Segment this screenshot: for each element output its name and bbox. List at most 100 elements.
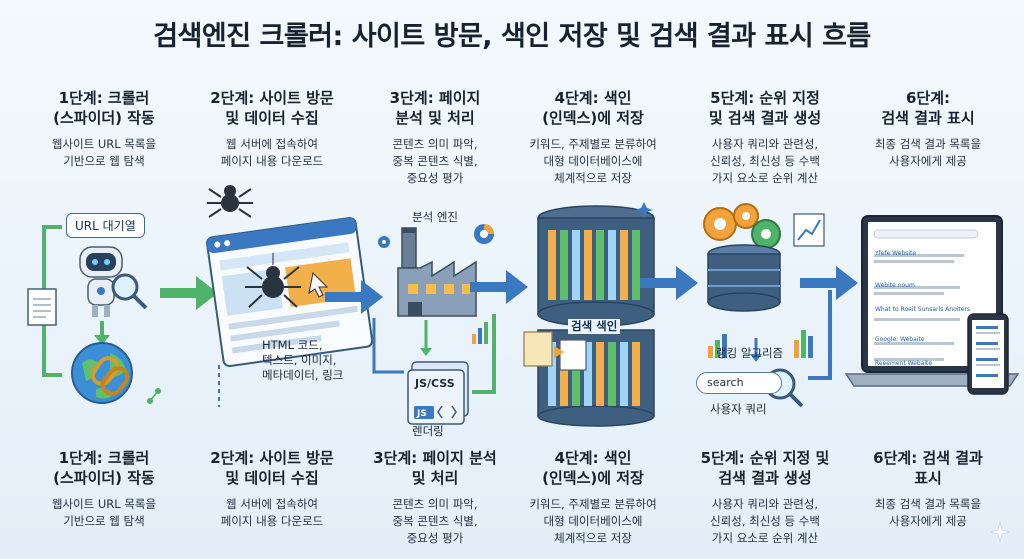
step4b-desc-l1: 키워드, 주제별로 분류하여 bbox=[529, 497, 657, 511]
step5b-desc-l2: 신뢰성, 최신성 등 수백 bbox=[710, 514, 820, 528]
step4b-desc-l2: 대형 데이터베이스에 bbox=[543, 514, 643, 528]
spider-icon bbox=[207, 185, 253, 218]
page-title: 검색엔진 크롤러: 사이트 방문, 색인 저장 및 검색 결과 표시 흐름 bbox=[153, 21, 871, 52]
step6-top: 6단계: 검색 결과 표시 최종 검색 결과 목록을 사용자에게 제공 bbox=[848, 88, 1008, 170]
js-label: JS bbox=[417, 409, 427, 419]
analysis-engine-label: 분석 엔진 bbox=[412, 210, 458, 224]
step1b-title-l2: (스파이더) 작동 bbox=[53, 469, 155, 487]
step1-desc-l2: 기반으로 웹 탐색 bbox=[63, 154, 145, 168]
user-query-label: 사용자 쿼리 bbox=[710, 402, 767, 416]
step1b-desc-l1: 웹사이트 URL 목록을 bbox=[51, 497, 157, 511]
step4-title-l1: 4단계: 색인 bbox=[554, 89, 632, 107]
step5b-title-l2: 검색 결과 생성 bbox=[718, 469, 812, 487]
step4-title-l2: (인덱스)에 저장 bbox=[542, 109, 644, 127]
step1-title-l1: 1단계: 크롤러 bbox=[58, 89, 150, 107]
step4b-title-l2: (인덱스)에 저장 bbox=[542, 469, 644, 487]
result-title-2: What to Roeit Sunsarls Anoiters bbox=[875, 306, 971, 313]
step3b-desc-l2: 중복 콘텐츠 식별, bbox=[392, 514, 478, 528]
step3b-desc-l1: 콘텐츠 의미 파악, bbox=[392, 497, 478, 511]
result-title-4: Reeement Webaite bbox=[875, 360, 933, 367]
ranking-illustration bbox=[703, 203, 832, 408]
spider-icon bbox=[245, 266, 301, 308]
flow-arrow-2 bbox=[325, 280, 383, 314]
step3b-desc-l3: 중요성 평가 bbox=[406, 531, 464, 545]
step5-title-l1: 5단계: 순위 지정 bbox=[710, 89, 820, 107]
step3b-title-l1: 3단계: 페이지 분석 bbox=[373, 449, 497, 467]
document-icon bbox=[523, 331, 587, 371]
database-icon bbox=[707, 244, 781, 312]
rendering-label: 렌더링 bbox=[412, 424, 444, 438]
step1-bottom: 1단계: 크롤러 (스파이더) 작동 웹사이트 URL 목록을 기반으로 웹 탐… bbox=[24, 448, 184, 530]
step3-desc-l1: 콘텐츠 의미 파악, bbox=[392, 137, 478, 151]
step6-desc-l1: 최종 검색 결과 목록을 bbox=[874, 137, 982, 151]
step2b-desc-l2: 페이지 내용 다운로드 bbox=[220, 514, 324, 528]
browser-illustration bbox=[206, 185, 374, 407]
step1b-title-l1: 1단계: 크롤러 bbox=[58, 449, 150, 467]
step4b-desc-l3: 체계적으로 저장 bbox=[554, 531, 632, 545]
result-lines bbox=[874, 254, 964, 361]
pie-chart-icon bbox=[474, 224, 494, 244]
result-title-0: Yfefe Website bbox=[875, 250, 917, 257]
flow-arrow-3 bbox=[470, 270, 528, 304]
sparkle-icon bbox=[989, 521, 1011, 543]
html-label: HTML 코드, 텍스트, 이미지, 메타데이터, 링크 bbox=[262, 338, 343, 383]
code-file-icon bbox=[407, 361, 469, 425]
globe-icon bbox=[71, 342, 133, 404]
step4-top: 4단계: 색인 (인덱스)에 저장 키워드, 주제별로 분류하여 대형 데이터베… bbox=[508, 88, 678, 187]
step5-title-l2: 및 검색 결과 생성 bbox=[708, 109, 822, 127]
step5-bottom: 5단계: 순위 지정 및 검색 결과 생성 사용자 쿼리와 관련성, 신뢰성, … bbox=[680, 448, 850, 547]
step5b-desc-l1: 사용자 쿼리와 관련성, bbox=[711, 497, 819, 511]
analysis-illustration bbox=[372, 224, 496, 425]
result-title-3: Google: Webaite bbox=[875, 336, 925, 343]
step3-title-l2: 분석 및 처리 bbox=[395, 109, 475, 127]
crawler-illustration bbox=[27, 225, 161, 404]
bar-chart-icon bbox=[793, 213, 825, 247]
factory-icon bbox=[397, 227, 477, 317]
step2b-title-l1: 2단계: 사이트 방문 bbox=[210, 449, 334, 467]
flow-arrow-1 bbox=[160, 276, 218, 310]
step5-desc-l3: 가지 요소로 순위 계산 bbox=[711, 171, 819, 185]
step5b-title-l1: 5단계: 순위 지정 및 bbox=[700, 449, 830, 467]
step2-desc-l2: 페이지 내용 다운로드 bbox=[220, 154, 324, 168]
database-illustration bbox=[523, 202, 655, 427]
search-index-label: 검색 색인 bbox=[568, 319, 621, 334]
result-title-1: Webite noum bbox=[875, 282, 915, 289]
server-rack-icon bbox=[537, 329, 655, 427]
step6b-desc-l2: 사용자에게 제공 bbox=[889, 514, 967, 528]
gear-icon bbox=[378, 236, 390, 248]
document-icon bbox=[27, 288, 57, 326]
step6-desc-l2: 사용자에게 제공 bbox=[889, 154, 967, 168]
jscss-label: JS/CSS bbox=[415, 377, 455, 390]
step2b-desc-l1: 웹 서버에 접속하여 bbox=[226, 497, 318, 511]
step3-desc-l3: 중요성 평가 bbox=[406, 171, 464, 185]
step2-bottom: 2단계: 사이트 방문 및 데이터 수집 웹 서버에 접속하여 페이지 내용 다… bbox=[192, 448, 352, 530]
robot-icon bbox=[79, 246, 123, 317]
url-queue-chip: URL 대기열 bbox=[66, 213, 145, 238]
step2-desc-l1: 웹 서버에 접속하여 bbox=[226, 137, 318, 151]
step6b-title-l1: 6단계: 검색 결과 bbox=[873, 449, 983, 467]
step3-bottom: 3단계: 페이지 분석 및 처리 콘텐츠 의미 파악, 중복 콘텐츠 식별, 중… bbox=[355, 448, 515, 547]
step5b-desc-l3: 가지 요소로 순위 계산 bbox=[711, 531, 819, 545]
gear-icon bbox=[703, 203, 781, 249]
ranking-algo-label: 랭킹 알고리즘 bbox=[716, 346, 784, 360]
phone-icon bbox=[967, 313, 1009, 395]
bar-chart-icon bbox=[472, 322, 488, 344]
flow-arrow-5 bbox=[800, 266, 858, 300]
search-input: search bbox=[696, 372, 782, 394]
step4-desc-l3: 체계적으로 저장 bbox=[554, 171, 632, 185]
html-label-l2: 텍스트, 이미지, bbox=[262, 353, 337, 367]
flow-arrow-4 bbox=[640, 266, 698, 300]
step3-top: 3단계: 페이지 분석 및 처리 콘텐츠 의미 파악, 중복 콘텐츠 식별, 중… bbox=[355, 88, 515, 187]
step6b-desc-l1: 최종 검색 결과 목록을 bbox=[874, 497, 982, 511]
magnifier-icon bbox=[111, 273, 148, 310]
step4-desc-l2: 대형 데이터베이스에 bbox=[543, 154, 643, 168]
server-rack-icon bbox=[537, 205, 655, 327]
step2-title-l1: 2단계: 사이트 방문 bbox=[210, 89, 334, 107]
step2b-title-l2: 및 데이터 수집 bbox=[225, 469, 319, 487]
sparkle-icon bbox=[635, 202, 653, 218]
step4-bottom: 4단계: 색인 (인덱스)에 저장 키워드, 주제별로 분류하여 대형 데이터베… bbox=[508, 448, 678, 547]
step1-top: 1단계: 크롤러 (스파이더) 작동 웹사이트 URL 목록을 기반으로 웹 탐… bbox=[24, 88, 184, 170]
step1-title-l2: (스파이더) 작동 bbox=[53, 109, 155, 127]
step6b-title-l2: 표시 bbox=[914, 469, 942, 487]
step5-top: 5단계: 순위 지정 및 검색 결과 생성 사용자 쿼리와 관련성, 신뢰성, … bbox=[680, 88, 850, 187]
